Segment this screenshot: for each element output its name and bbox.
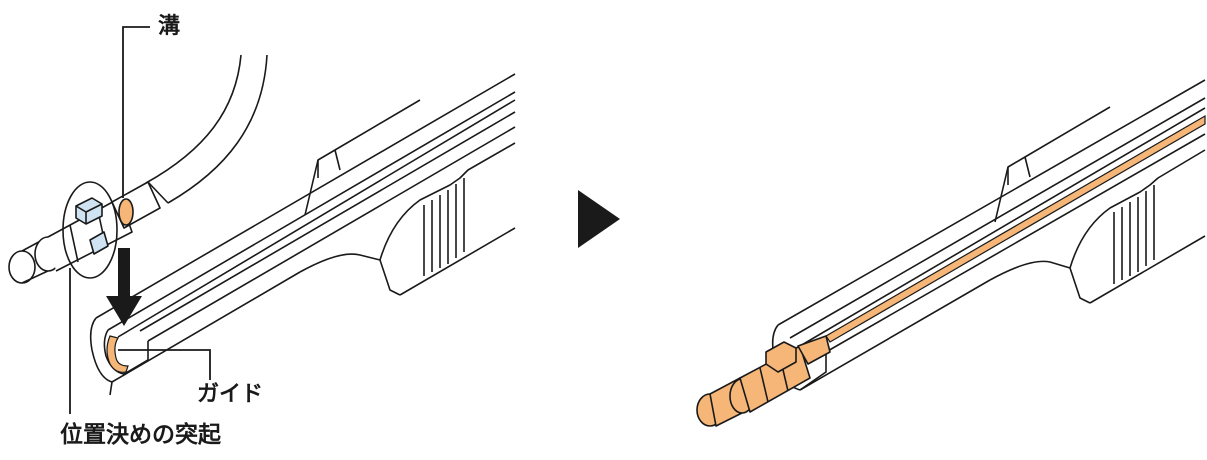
inserted-cable	[826, 116, 1205, 342]
cable	[146, 55, 267, 203]
guide-rail-left	[91, 74, 515, 395]
label-positioning-protrusion: 位置決めの突起	[60, 424, 221, 447]
label-guide: ガイド	[197, 384, 263, 406]
guide-rail-right	[773, 80, 1205, 390]
step-arrow-icon	[578, 190, 620, 248]
label-groove: 溝	[158, 16, 180, 38]
inserted-connector	[697, 336, 830, 426]
guide-strip-left	[107, 336, 128, 372]
connector-plug	[9, 182, 168, 283]
